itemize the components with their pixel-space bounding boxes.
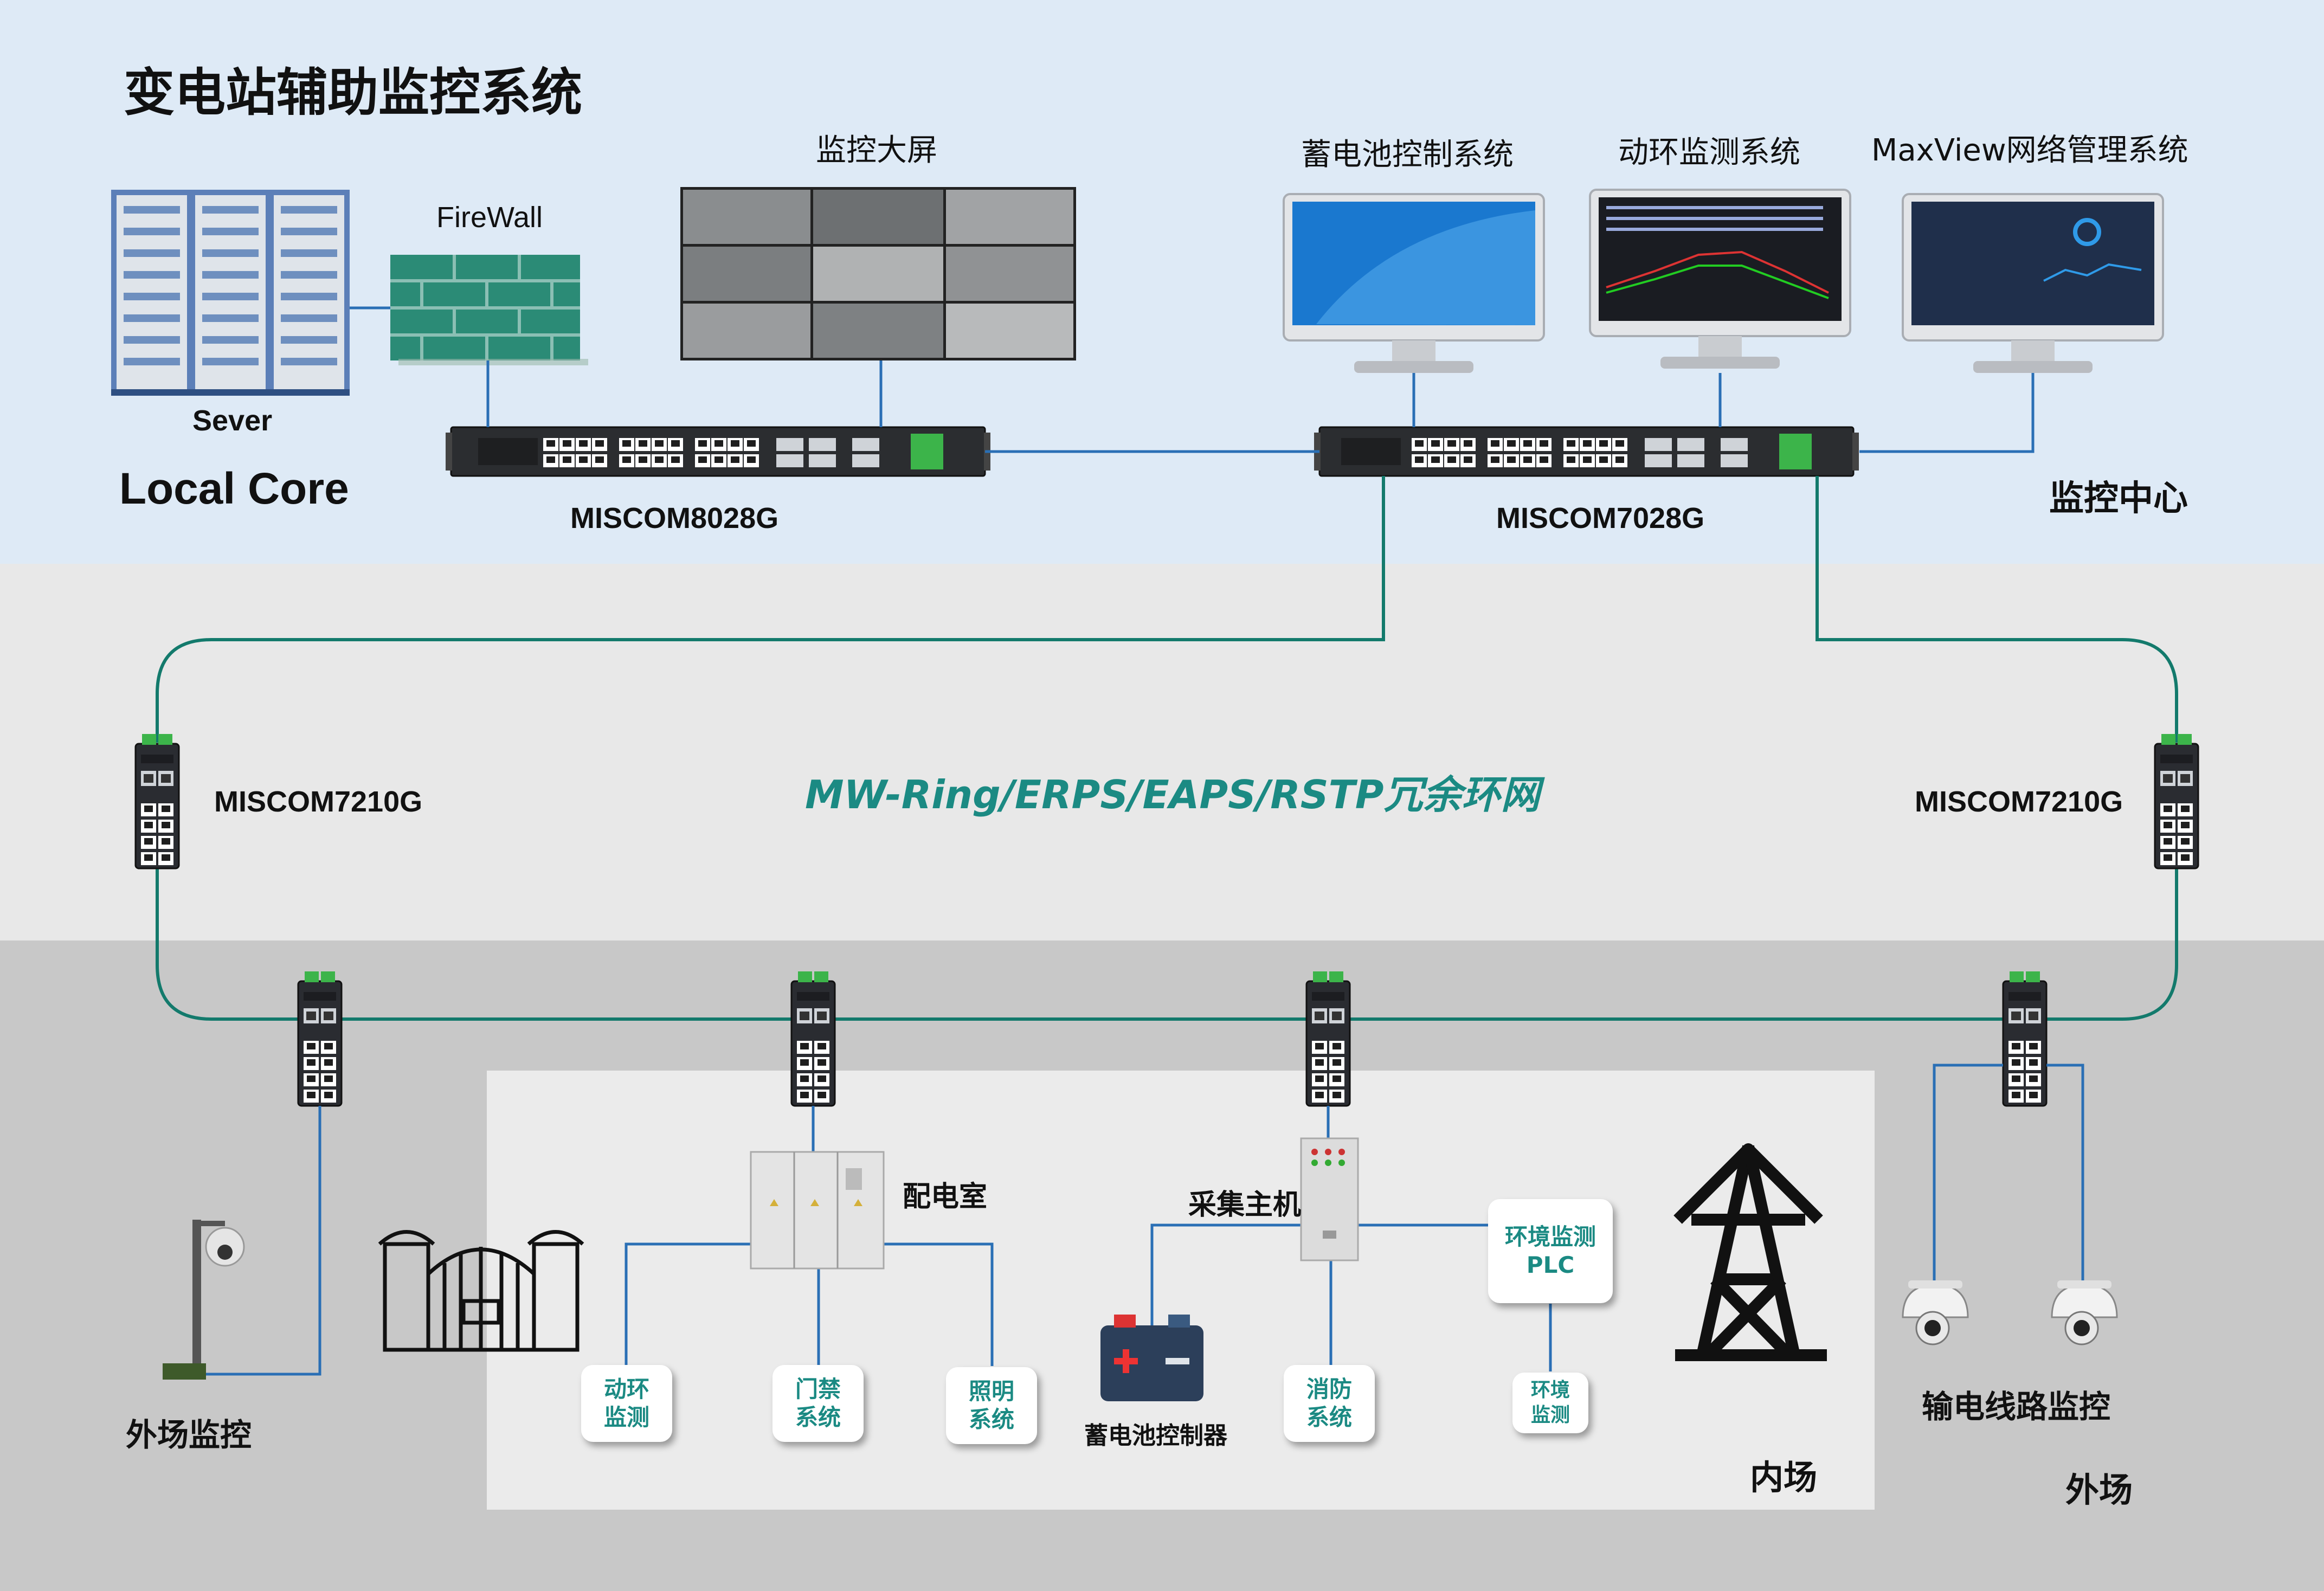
middle-zone: [0, 564, 2324, 941]
transmission-tower-icon: [1673, 1143, 1827, 1361]
firewall-icon: [390, 255, 588, 365]
env-plc-tag: 环境监测 PLC: [1488, 1199, 1613, 1303]
fire-tag: 消防 系统: [1284, 1365, 1375, 1442]
monitor-icon: [1902, 193, 2164, 374]
industrial-switch-icon: [2155, 734, 2198, 868]
firewall-label: FireWall: [436, 201, 543, 234]
lighting-tag: 照明 系统: [946, 1367, 1037, 1444]
monitor-icon: [1283, 193, 1545, 374]
industrial-switch-icon: [791, 971, 835, 1106]
collector-label: 采集主机: [1188, 1189, 1302, 1221]
battery-system-label: 蓄电池控制系统: [1301, 137, 1514, 172]
distribution-room-label: 配电室: [903, 1181, 988, 1213]
outdoor-monitor-label: 外场监控: [126, 1416, 252, 1453]
page-title: 变电站辅助监控系统: [124, 63, 583, 123]
transmission-monitor-label: 输电线路监控: [1922, 1388, 2111, 1425]
switch-icon: [446, 426, 990, 477]
industrial-switch-icon: [2003, 971, 2046, 1106]
battery-controller-label: 蓄电池控制器: [1084, 1422, 1227, 1450]
access-control-tag-text: 门禁 系统: [795, 1376, 841, 1431]
ring-network: [156, 476, 2178, 1021]
ring-switch-left-label: MISCOM7210G: [214, 785, 423, 818]
ptz-camera-icon: [163, 1220, 245, 1380]
top-links: [350, 306, 2035, 453]
outer-field-label: 外场: [2065, 1470, 2133, 1510]
monitor-icon: [1589, 189, 1851, 370]
cabinet-icon: [1300, 1137, 1359, 1261]
switch-icon: [1314, 426, 1859, 477]
industrial-switch-icon: [136, 734, 179, 868]
fire-tag-text: 消防 系统: [1306, 1376, 1352, 1431]
access-control-tag: 门禁 系统: [772, 1365, 864, 1442]
core-switch-right-label: MISCOM7028G: [1496, 502, 1705, 534]
env-monitor-system-label: 动环监测系统: [1618, 135, 1800, 170]
local-core-label: Local Core: [119, 464, 349, 513]
env-power-tag: 动环 监测: [581, 1365, 672, 1442]
dome-camera-icon: [1902, 1280, 1969, 1345]
env-monitor-tag-text: 环境 监测: [1530, 1379, 1570, 1426]
cabinet-icon: [750, 1151, 885, 1270]
ring-protocol-label: MW-Ring/ERPS/EAPS/RSTP冗余环网: [805, 772, 1540, 817]
ring-switch-right-label: MISCOM7210G: [1915, 785, 2123, 818]
env-monitor-tag: 环境 监测: [1512, 1373, 1588, 1433]
server-rack-icon: [111, 190, 350, 396]
env-plc-tag-text: 环境监测 PLC: [1504, 1223, 1596, 1278]
monitor-center-label: 监控中心: [2049, 479, 2188, 519]
inner-field-area: [487, 1071, 1875, 1510]
server-label: Sever: [192, 404, 273, 437]
industrial-switch-icon: [1306, 971, 1350, 1106]
maxview-label: MaxView网络管理系统: [1871, 133, 2188, 168]
lighting-tag-text: 照明 系统: [968, 1378, 1014, 1433]
battery-icon: [1100, 1315, 1203, 1401]
core-switch-left-label: MISCOM8028G: [570, 502, 779, 534]
dome-camera-icon: [2051, 1280, 2118, 1345]
field-links: [195, 1064, 2084, 1376]
gate-icon: [378, 1230, 584, 1352]
env-power-tag-text: 动环 监测: [603, 1376, 649, 1431]
video-wall-label: 监控大屏: [816, 133, 937, 168]
inner-field-label: 内场: [1750, 1458, 1818, 1497]
video-wall-icon: [680, 187, 1076, 360]
industrial-switch-icon: [298, 971, 342, 1106]
